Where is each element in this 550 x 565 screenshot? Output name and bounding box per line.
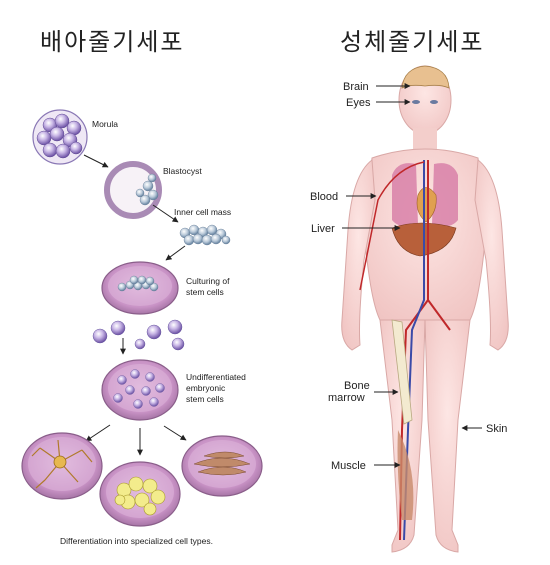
bone-marrow-label-line1: Bone	[344, 380, 370, 392]
nerve-cell-dish	[21, 432, 103, 500]
undifferentiated-label-line2: embryonic	[186, 383, 226, 393]
undifferentiated-stem-cell-dish	[101, 359, 179, 421]
right-lung	[432, 163, 458, 227]
differentiation-caption: Differentiation into specialized cell ty…	[60, 536, 213, 546]
culturing-label-line2: stem cells	[186, 287, 224, 297]
fat-cell-dish	[99, 461, 181, 527]
eyes-label: Eyes	[346, 97, 371, 109]
blastocyst-label: Blastocyst	[163, 166, 202, 176]
culture-dish	[101, 261, 179, 315]
undifferentiated-label-line1: Undifferentiated	[186, 372, 246, 382]
inner-cell-mass-label: Inner cell mass	[174, 207, 231, 217]
bone-marrow-label-line2: marrow	[328, 392, 365, 404]
femur-bone	[391, 319, 413, 425]
arrow-blastocyst-to-cell-mass	[152, 204, 179, 223]
inner-cell-mass-cluster	[179, 224, 231, 246]
blastocyst-cell	[104, 161, 162, 219]
embryonic-stem-cell-title: 배아줄기세포	[40, 28, 185, 56]
heart-organ	[416, 187, 437, 223]
human-body-figure	[341, 65, 509, 553]
arrow-morula-to-blastocyst	[83, 154, 109, 168]
right-eye	[430, 100, 438, 104]
skin-label: Skin	[486, 423, 507, 435]
brain-organ	[401, 65, 450, 89]
left-lung	[392, 163, 418, 227]
loose-stem-cells	[92, 319, 185, 351]
arrow-cell-mass-to-culture	[165, 245, 186, 261]
muscle-label: Muscle	[331, 460, 366, 472]
blood-label: Blood	[310, 191, 338, 203]
left-eye	[412, 100, 420, 104]
arrow-to-nerve-cells	[85, 424, 111, 442]
culturing-label-line1: Culturing of	[186, 276, 230, 286]
brain-label: Brain	[343, 81, 369, 93]
undifferentiated-label-line3: stem cells	[186, 394, 224, 404]
liver-label: Liver	[311, 223, 335, 235]
morula-label: Morula	[92, 119, 118, 129]
morula-cell	[32, 109, 88, 165]
leg-muscle	[397, 430, 414, 520]
arrow-to-muscle-cells	[163, 425, 187, 441]
muscle-cell-dish	[181, 435, 263, 497]
adult-stem-cell-title: 성체줄기세포	[340, 28, 485, 56]
